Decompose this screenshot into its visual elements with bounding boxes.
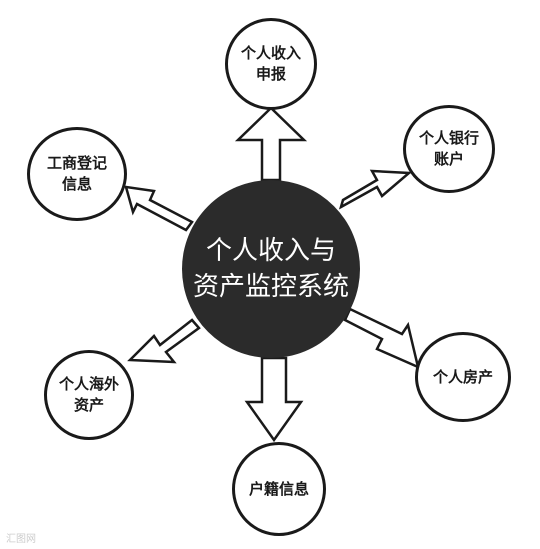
node-label-line1: 个人海外 (58, 375, 119, 393)
arrow-to-overseas-assets (127, 318, 201, 364)
node-label-line2: 信息 (61, 175, 92, 193)
node-overseas-assets: 个人海外 资产 (44, 350, 134, 440)
node-label-line2: 账户 (433, 150, 464, 168)
node-label-line1: 工商登记 (46, 154, 107, 172)
center-label-line1: 个人收入与 (205, 236, 336, 266)
node-real-estate: 个人房产 (415, 332, 511, 422)
node-label-line1: 个人房产 (432, 367, 493, 386)
node-household-registration: 户籍信息 (232, 442, 326, 536)
arrow-to-household-registration (244, 356, 304, 443)
arrow-to-bank-account (338, 169, 413, 210)
center-label-line2: 资产监控系统 (192, 272, 349, 302)
central-system-node: 个人收入与 资产监控系统 (182, 180, 360, 358)
watermark: 汇图网 (6, 534, 36, 545)
node-business-registration: 工商登记 信息 (27, 127, 127, 221)
node-label-line1: 户籍信息 (248, 479, 309, 498)
node-bank-account: 个人银行 账户 (403, 105, 495, 193)
node-label-line1: 个人银行 (418, 129, 479, 147)
node-label-line1: 个人收入 (240, 44, 301, 62)
arrow-to-income-declaration (234, 106, 308, 182)
arrow-to-business-registration (124, 185, 194, 232)
node-label-line2: 申报 (255, 65, 286, 83)
node-label-line2: 资产 (73, 396, 104, 414)
arrow-to-real-estate (343, 307, 420, 370)
node-income-declaration: 个人收入 申报 (225, 18, 317, 110)
